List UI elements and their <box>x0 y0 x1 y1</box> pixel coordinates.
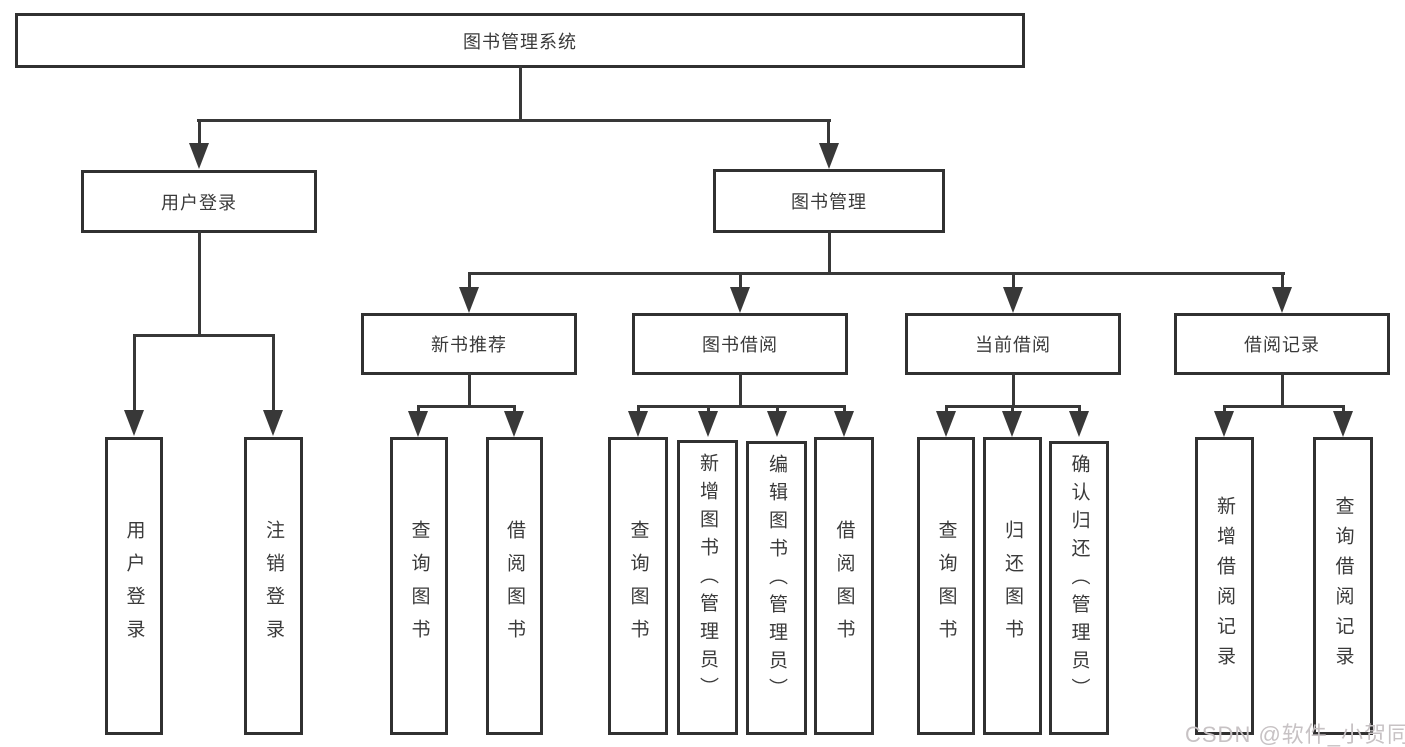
node-current-borrow: 当前借阅 <box>905 313 1121 375</box>
connector-to-leaf-login <box>133 336 136 412</box>
arrowhead-new-book-rec-icon <box>459 287 479 313</box>
connector-to-borrow-record <box>1281 274 1284 290</box>
connector-to-leaf-d3 <box>1078 405 1081 415</box>
node-user-login-label: 用户登录 <box>161 192 237 213</box>
node-book-mgmt: 图书管理 <box>713 169 945 233</box>
leaf-confirm-return-admin-label: 确认归还（管理员） <box>1068 454 1090 706</box>
leaf-add-borrow-record-label: 新增借阅记录 <box>1214 496 1235 676</box>
connector-book-mgmt-horizontal <box>468 272 1285 275</box>
connector-book-borrow-vertical <box>739 373 742 407</box>
connector-current-borrow-vertical <box>1012 373 1015 407</box>
arrowhead-user-login-icon <box>189 143 209 169</box>
connector-to-current-borrow <box>1012 274 1015 290</box>
arrowhead-leaf-d3-icon <box>1069 411 1089 437</box>
connector-user-login-vertical <box>198 231 201 336</box>
connector-to-new-book-rec <box>468 274 471 290</box>
arrowhead-leaf-c3-icon <box>767 411 787 437</box>
leaf-user-login: 用户登录 <box>105 437 163 735</box>
arrowhead-book-mgmt-icon <box>819 143 839 169</box>
leaf-query-borrow-record: 查询借阅记录 <box>1313 437 1373 735</box>
arrowhead-leaf-login-icon <box>124 410 144 436</box>
connector-to-leaf-b2 <box>513 405 516 415</box>
leaf-edit-books-admin: 编辑图书（管理员） <box>746 441 807 735</box>
leaf-borrow-books-borrow-label: 借阅图书 <box>833 520 855 652</box>
leaf-logout-label: 注销登录 <box>263 520 284 652</box>
arrowhead-leaf-c4-icon <box>834 411 854 437</box>
connector-root-to-user-login <box>198 119 201 147</box>
node-library-system-label: 图书管理系统 <box>463 31 577 52</box>
connector-to-leaf-c2 <box>707 405 710 415</box>
node-borrow-record-label: 借阅记录 <box>1244 335 1320 355</box>
connector-new-book-rec-vertical <box>468 373 471 407</box>
connector-to-book-borrow <box>739 274 742 290</box>
connector-to-leaf-d2 <box>1011 405 1014 415</box>
leaf-add-borrow-record: 新增借阅记录 <box>1195 437 1254 735</box>
node-user-login: 用户登录 <box>81 170 317 233</box>
connector-new-book-rec-horizontal <box>417 405 516 408</box>
connector-to-leaf-b1 <box>417 405 420 415</box>
leaf-add-books-admin: 新增图书（管理员） <box>677 440 738 735</box>
node-library-system: 图书管理系统 <box>15 13 1025 68</box>
leaf-query-books-borrow-label: 查询图书 <box>627 520 649 652</box>
connector-book-borrow-horizontal <box>637 405 845 408</box>
leaf-borrow-books-borrow: 借阅图书 <box>814 437 874 735</box>
connector-to-leaf-c4 <box>843 405 846 415</box>
connector-to-leaf-c3 <box>776 405 779 415</box>
connector-to-leaf-d1 <box>945 405 948 415</box>
connector-root-vertical <box>519 66 522 121</box>
arrowhead-book-borrow-icon <box>730 287 750 313</box>
leaf-borrow-books-newrec: 借阅图书 <box>486 437 543 735</box>
connector-user-login-horizontal <box>133 334 275 337</box>
arrowhead-current-borrow-icon <box>1003 287 1023 313</box>
node-borrow-record: 借阅记录 <box>1174 313 1390 375</box>
node-new-book-rec-label: 新书推荐 <box>431 335 507 355</box>
arrowhead-leaf-d2-icon <box>1002 411 1022 437</box>
leaf-borrow-books-newrec-label: 借阅图书 <box>504 520 525 652</box>
arrowhead-leaf-e2-icon <box>1333 411 1353 437</box>
connector-book-mgmt-vertical <box>828 231 831 274</box>
leaf-logout: 注销登录 <box>244 437 303 735</box>
node-new-book-rec: 新书推荐 <box>361 313 577 375</box>
leaf-query-books-newrec: 查询图书 <box>390 437 448 735</box>
leaf-query-books-borrow: 查询图书 <box>608 437 668 735</box>
arrowhead-leaf-c1-icon <box>628 411 648 437</box>
arrowhead-leaf-c2-icon <box>698 411 718 437</box>
leaf-confirm-return-admin: 确认归还（管理员） <box>1049 441 1109 735</box>
leaf-add-books-admin-label: 新增图书（管理员） <box>697 453 718 705</box>
leaf-return-books: 归还图书 <box>983 437 1042 735</box>
connector-to-leaf-e1 <box>1223 405 1226 415</box>
connector-to-leaf-logout <box>272 336 275 412</box>
node-current-borrow-label: 当前借阅 <box>975 335 1051 355</box>
arrowhead-leaf-logout-icon <box>263 410 283 436</box>
node-book-borrow: 图书借阅 <box>632 313 848 375</box>
leaf-query-books-newrec-label: 查询图书 <box>408 520 430 652</box>
node-book-mgmt-label: 图书管理 <box>791 192 867 212</box>
leaf-query-books-current-label: 查询图书 <box>935 520 957 652</box>
csdn-watermark: CSDN @软件_小贺同学 <box>1185 722 1405 747</box>
arrowhead-leaf-e1-icon <box>1214 411 1234 437</box>
arrowhead-leaf-b2-icon <box>504 411 524 437</box>
connector-root-horizontal <box>197 119 831 122</box>
leaf-user-login-label: 用户登录 <box>123 520 145 652</box>
connector-borrow-record-vertical <box>1281 373 1284 407</box>
connector-root-to-book-mgmt <box>827 119 830 147</box>
node-book-borrow-label: 图书借阅 <box>702 335 778 355</box>
leaf-query-borrow-record-label: 查询借阅记录 <box>1332 496 1354 676</box>
connector-to-leaf-c1 <box>637 405 640 415</box>
leaf-return-books-label: 归还图书 <box>1002 520 1023 652</box>
leaf-query-books-current: 查询图书 <box>917 437 975 735</box>
arrowhead-leaf-b1-icon <box>408 411 428 437</box>
connector-to-leaf-e2 <box>1342 405 1345 415</box>
arrowhead-borrow-record-icon <box>1272 287 1292 313</box>
arrowhead-leaf-d1-icon <box>936 411 956 437</box>
connector-borrow-record-horizontal <box>1223 405 1344 408</box>
leaf-edit-books-admin-label: 编辑图书（管理员） <box>766 454 787 706</box>
